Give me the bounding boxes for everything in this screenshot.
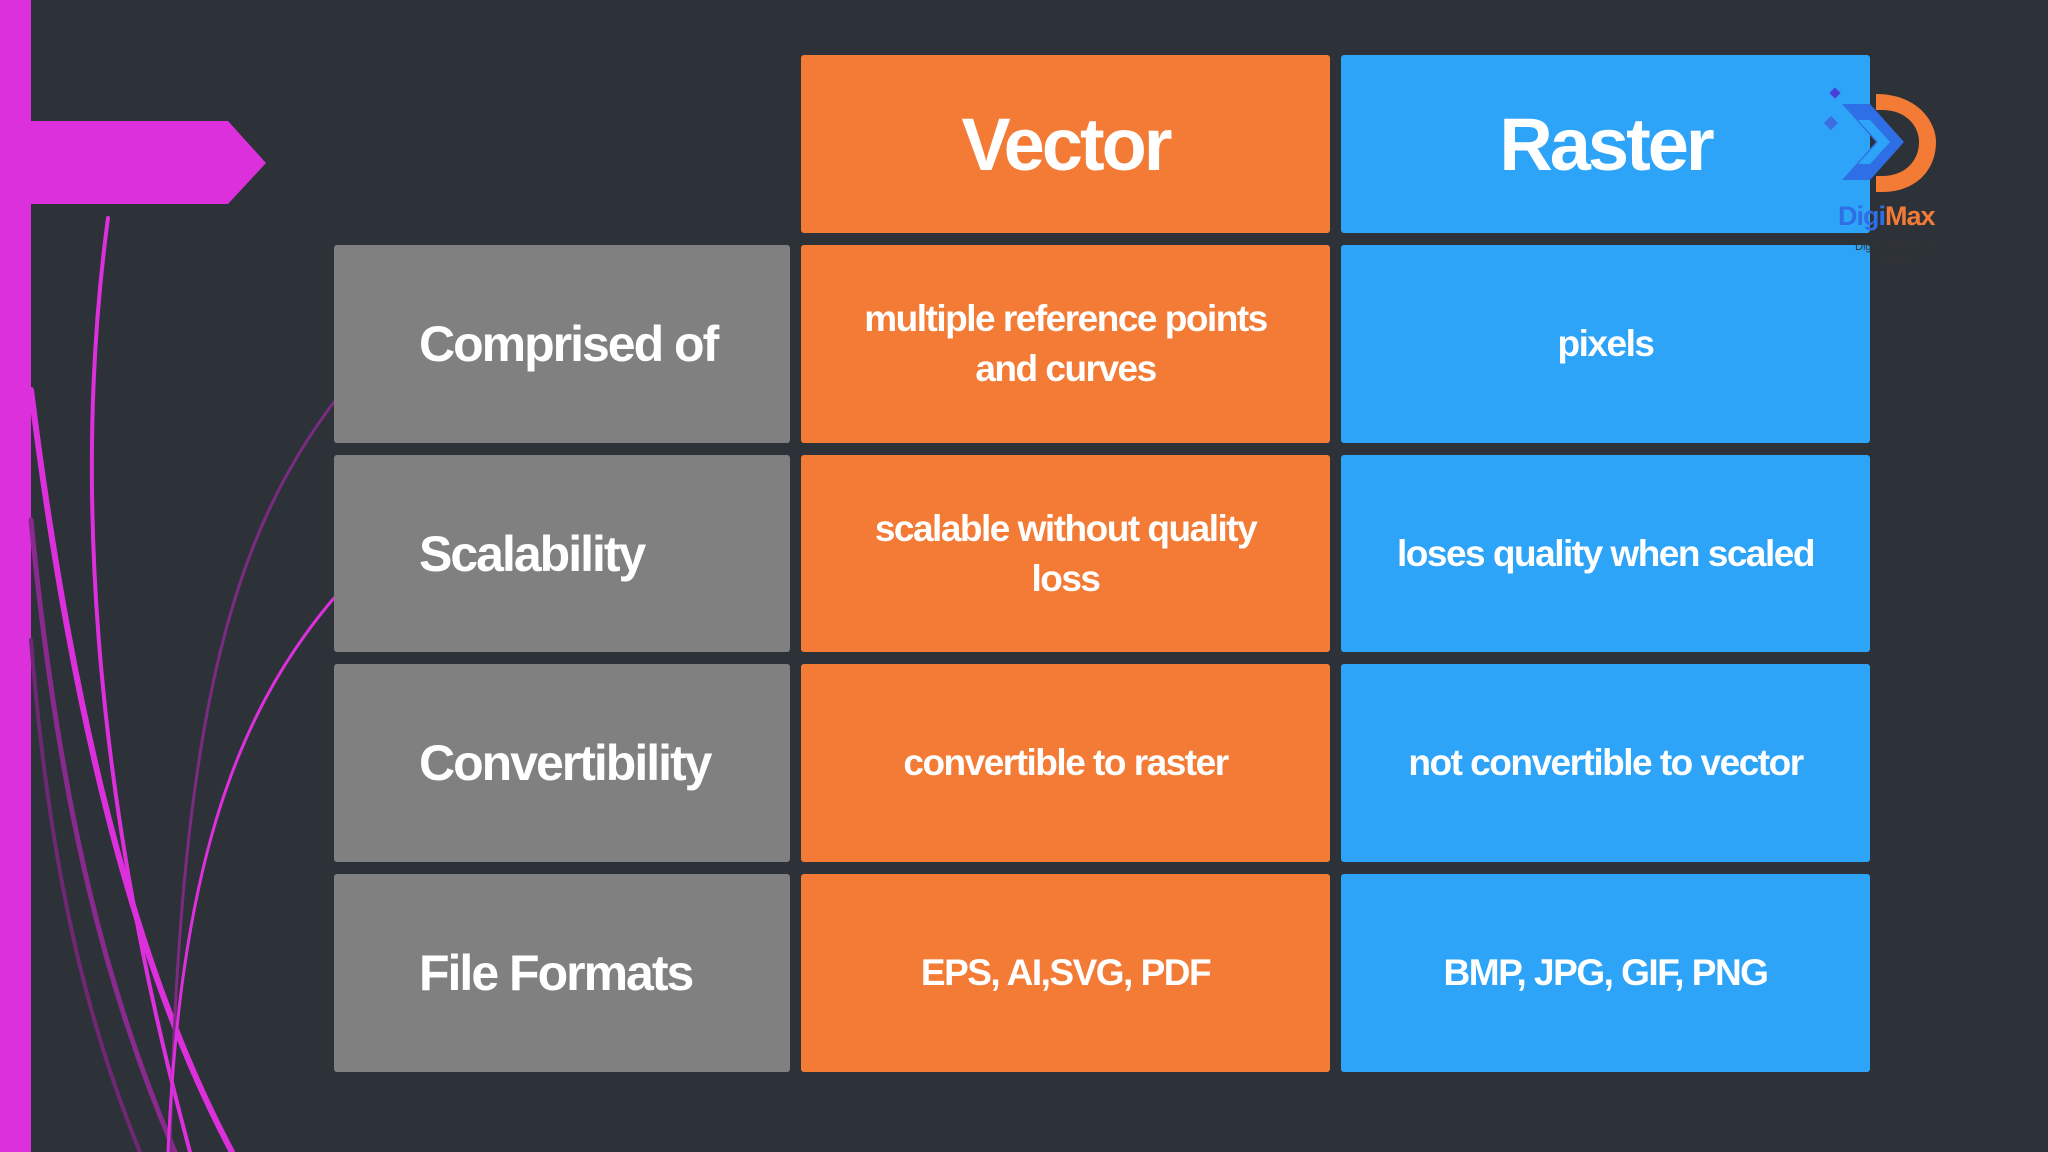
logo-d-icon <box>1876 94 1936 192</box>
vector-cell-scalability: scalable without quality loss <box>801 455 1330 652</box>
swoosh-line <box>29 638 142 1152</box>
cell-text: EPS, AI,SVG, PDF <box>920 952 1212 993</box>
svg-text:DigiMax: DigiMax <box>1838 201 1936 231</box>
cell-text: BMP, JPG, GIF, PNG <box>1443 952 1769 993</box>
swoosh-line <box>168 400 336 1152</box>
logo-dot-icon <box>1829 87 1841 99</box>
logo-brand-suffix: Max <box>1885 201 1936 231</box>
logo-tagline-line1: Digital Marketing <box>1855 241 1937 253</box>
row-label-file-formats: File Formats <box>334 874 790 1072</box>
raster-cell-convertibility: not convertible to vector <box>1341 664 1870 862</box>
cell-text: convertible to raster <box>903 742 1229 783</box>
cell-text: not convertible to vector <box>1408 742 1804 783</box>
digimax-logo: DigiMax Digital Marketing Agency <box>1820 87 1937 267</box>
vector-column-header: Vector <box>801 55 1330 233</box>
swoosh-line <box>166 596 336 1152</box>
raster-column-header: Raster <box>1341 55 1870 233</box>
logo-dot-icon <box>1823 115 1839 131</box>
accent-bar <box>0 0 31 1152</box>
row-label-text: Comprised of <box>419 316 719 372</box>
cell-text: pixels <box>1557 323 1655 364</box>
row-label-text: Scalability <box>419 525 646 582</box>
accent-arrow <box>31 121 266 204</box>
cell-text: loses quality when scaled <box>1397 532 1815 574</box>
raster-cell-file-formats: BMP, JPG, GIF, PNG <box>1341 874 1870 1072</box>
row-label-comprised-of: Comprised of <box>334 245 790 443</box>
logo-dot-icon <box>1820 100 1831 111</box>
vector-cell-comprised-of: multiple reference points and curves <box>801 245 1330 443</box>
raster-header-text: Raster <box>1499 102 1714 186</box>
cell-text: multiple reference points and curves <box>864 298 1268 389</box>
logo-brand-prefix: Digi <box>1838 201 1885 231</box>
raster-cell-comprised-of: pixels <box>1341 245 1870 443</box>
row-label-text: File Formats <box>419 945 694 1001</box>
vector-cell-file-formats: EPS, AI,SVG, PDF <box>801 874 1330 1072</box>
swoosh-line <box>89 216 192 1152</box>
swoosh-line <box>28 387 235 1152</box>
row-label-convertibility: Convertibility <box>334 664 790 862</box>
logo-arrow-icon <box>1858 120 1890 164</box>
raster-cell-scalability: loses quality when scaled <box>1341 455 1870 652</box>
row-label-scalability: Scalability <box>334 455 790 652</box>
logo-arrow-icon <box>1842 104 1904 180</box>
swoosh-line <box>28 517 178 1152</box>
logo-tagline-line2: Agency <box>1878 255 1915 267</box>
vector-header-text: Vector <box>961 102 1172 186</box>
vector-cell-convertibility: convertible to raster <box>801 664 1330 862</box>
cell-text: scalable without quality loss <box>874 507 1258 599</box>
row-label-text: Convertibility <box>419 735 712 791</box>
